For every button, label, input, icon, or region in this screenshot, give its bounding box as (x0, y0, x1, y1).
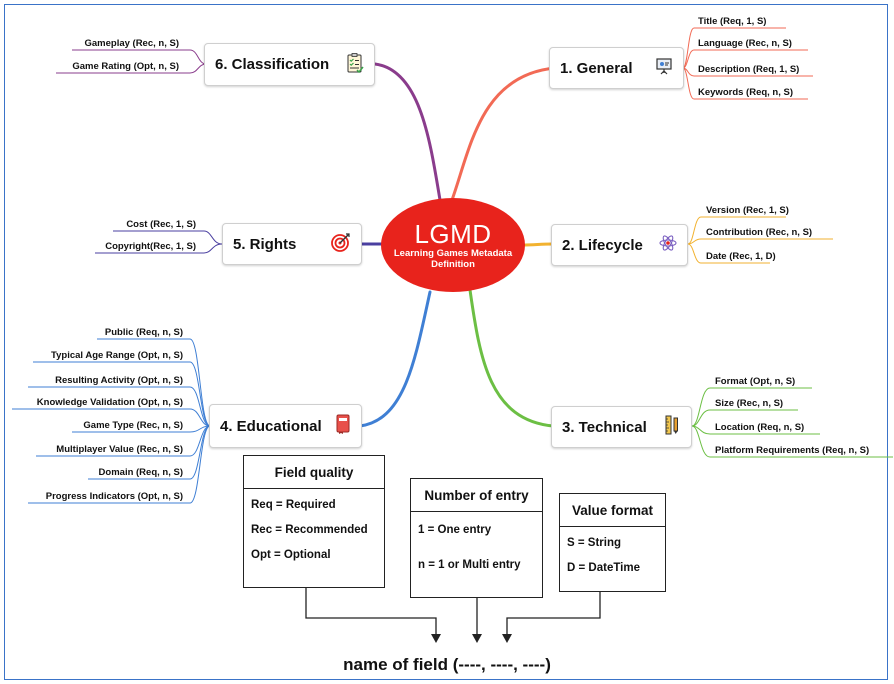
leaf-general-1: Title (Req, 1, S) (698, 16, 767, 27)
leaf-educational-7: Domain (Req, n, S) (98, 467, 183, 478)
arrow-field-quality (305, 588, 437, 638)
leaf-classification-2: Game Rating (Opt, n, S) (72, 61, 179, 72)
leaf-educational-5: Game Type (Rec, n, S) (83, 420, 183, 431)
leaf-technical-1: Format (Opt, n, S) (715, 376, 796, 387)
legend-number-of-entry-line: 1 = One entry (418, 524, 492, 536)
leaf-lifecycle-1: Version (Rec, 1, S) (706, 205, 789, 216)
leaf-educational-1: Public (Req, n, S) (104, 327, 183, 338)
branch-node-classification: 6. Classification (204, 43, 375, 86)
leaf-educational-6: Multiplayer Value (Rec, n, S) (56, 444, 183, 455)
legend-field-quality-line: Opt = Optional (251, 549, 331, 561)
leaf-educational-3: Resulting Activity (Opt, n, S) (55, 375, 183, 386)
checklist-icon (346, 52, 364, 77)
leaf-general-2: Language (Rec, n, S) (698, 38, 792, 49)
connector-general (450, 66, 557, 202)
leaf-technical-3: Location (Req, n, S) (715, 422, 805, 433)
presentation-board-icon (655, 57, 673, 79)
leaf-technical-2: Size (Rec, n, S) (715, 398, 784, 409)
branch-label-technical: 3. Technical (562, 418, 647, 436)
legend-number-of-entry: Number of entry 1 = One entry n = 1 or M… (410, 478, 543, 598)
leaf-rights-2: Copyright(Rec, 1, S) (105, 241, 196, 252)
field-pattern-label: name of field (----, ----, ----) (343, 655, 551, 674)
leaf-classification-1: Gameplay (Rec, n, S) (84, 38, 179, 49)
legend-field-quality: Field quality Req = Required Rec = Recom… (243, 455, 385, 588)
branch-node-lifecycle: 2. Lifecycle (551, 224, 688, 266)
diagram-frame (4, 4, 888, 680)
legend-number-of-entry-title: Number of entry (411, 479, 542, 512)
atom-icon (659, 234, 677, 256)
branch-node-general: 1. General (549, 47, 684, 89)
central-subtitle-line-1: Learning Games Metadata (393, 248, 513, 259)
central-title: LGMD (414, 219, 492, 249)
central-subtitle-line-2: Definition (431, 259, 475, 270)
connector-classification (373, 62, 442, 202)
branch-label-lifecycle: 2. Lifecycle (562, 236, 643, 254)
branch-label-general: 1. General (560, 59, 633, 77)
leaf-educational-8: Progress Indicators (Opt, n, S) (45, 491, 183, 502)
legend-field-quality-line: Rec = Recommended (251, 524, 368, 536)
connector-technical (468, 288, 555, 428)
legend-value-format-title: Value format (560, 494, 665, 527)
ruler-pencil-icon (663, 415, 681, 439)
connector-lifecycle (520, 242, 555, 247)
leaf-general-3: Description (Req, 1, S) (698, 64, 800, 75)
branch-node-educational: 4. Educational (209, 404, 362, 448)
central-node-lgmd: LGMD Learning Games Metadata Definition (381, 198, 525, 292)
connector-educational (358, 290, 432, 428)
leaf-lifecycle-3: Date (Rec, 1, D) (706, 251, 776, 262)
leaf-general-4: Keywords (Req, n, S) (698, 87, 794, 98)
branch-node-technical: 3. Technical (551, 406, 692, 448)
legend-field-quality-title: Field quality (244, 456, 384, 489)
leaf-rights-1: Cost (Rec, 1, S) (126, 219, 196, 230)
legend-value-format: Value format S = String D = DateTime (559, 493, 666, 592)
arrow-value-format (506, 592, 601, 638)
target-icon (331, 232, 351, 256)
branch-label-educational: 4. Educational (220, 417, 322, 435)
legend-number-of-entry-line: n = 1 or Multi entry (418, 559, 521, 571)
branch-label-rights: 5. Rights (233, 235, 297, 253)
legend-field-quality-line: Req = Required (251, 499, 336, 511)
book-icon (335, 414, 351, 438)
branch-label-classification: 6. Classification (215, 56, 330, 73)
leaf-technical-4: Platform Requirements (Req, n, S) (715, 445, 870, 456)
leaf-lifecycle-2: Contribution (Rec, n, S) (706, 227, 813, 238)
legend-value-format-line: D = DateTime (567, 562, 640, 574)
legend-value-format-line: S = String (567, 537, 621, 549)
leaf-educational-4: Knowledge Validation (Opt, n, S) (36, 397, 183, 408)
branch-node-rights: 5. Rights (222, 223, 362, 265)
leaf-educational-2: Typical Age Range (Opt, n, S) (51, 350, 183, 361)
